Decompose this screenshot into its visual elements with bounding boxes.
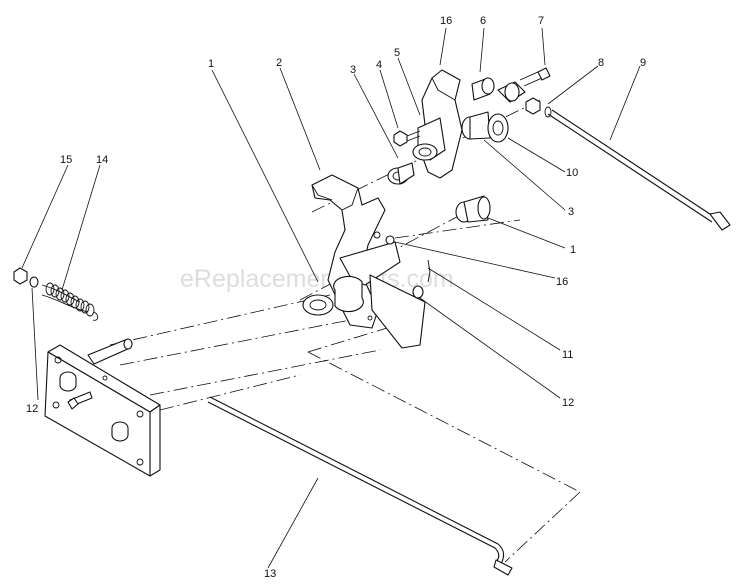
rod-end [497,67,551,103]
bolt-upper [471,77,495,101]
callout-12: 12 [26,403,38,415]
long-rod [207,396,513,576]
callout-16: 16 [556,276,568,288]
bushing-left [387,162,415,185]
callout-7: 7 [538,15,544,27]
callout-10: 10 [566,167,578,179]
callout-12: 12 [562,397,574,409]
mounting-plate [44,338,161,477]
bushing-small [455,195,491,223]
small-bolt [393,130,421,147]
callout-11: 11 [562,349,573,361]
pedal-lever [302,174,426,349]
callout-6: 6 [480,15,486,27]
small-fasteners [385,235,431,299]
callout-1: 1 [208,58,214,70]
nut-upper [525,97,552,118]
callout-3: 3 [568,206,574,218]
callout-2: 2 [276,57,282,69]
callout-1: 1 [570,244,576,256]
callouts: 1 2 3 4 5 16 6 7 8 9 10 3 1 16 11 12 15 … [26,15,646,580]
callout-8: 8 [598,57,604,69]
callout-9: 9 [640,57,646,69]
center-lines [109,99,581,563]
callout-5: 5 [394,47,400,59]
callout-13: 13 [264,568,276,580]
bushing-right [461,111,509,143]
leader-lines [21,27,641,569]
upper-bracket [412,69,463,179]
upper-rod [547,109,731,231]
callout-16: 16 [440,15,452,27]
callout-14: 14 [96,154,108,166]
callout-3: 3 [350,64,356,76]
callout-4: 4 [376,59,382,71]
callout-15: 15 [60,154,72,166]
spring-assembly [13,267,99,321]
